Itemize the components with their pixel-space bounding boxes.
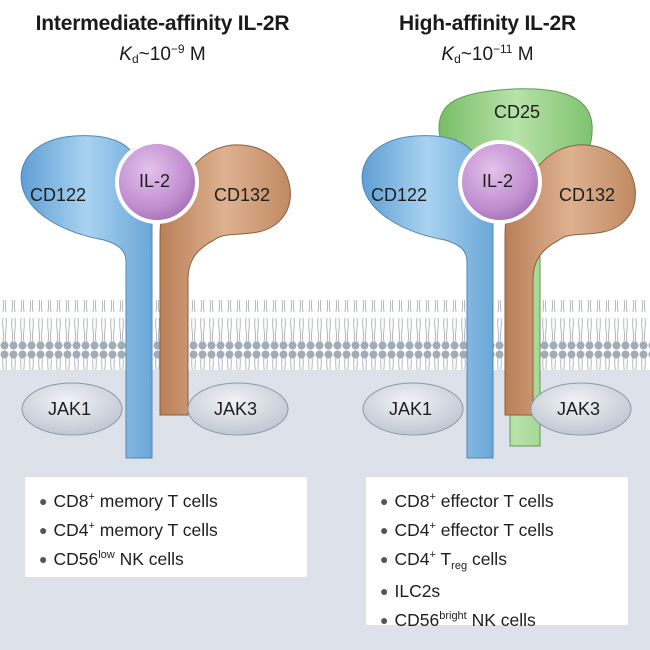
left-jak3-label: JAK3 [214,399,258,419]
list-item: ●CD4+ memory T cells [39,520,218,540]
list-item: ●CD8+ effector T cells [380,491,554,511]
right-il2-label: IL-2 [482,171,514,191]
right-il2-ligand [458,140,542,224]
left-kd-sub: d [131,52,139,66]
right-jak1-label: JAK1 [389,399,433,419]
right-kd: Kd~10−11 M [325,42,650,66]
right-cell-list: ●CD8+ effector T cells ●CD4+ effector T … [366,477,628,630]
left-kd-unit: M [184,44,206,65]
right-jak1 [362,382,464,436]
bullet-icon: ● [39,551,48,567]
bullet-icon: ● [380,612,389,628]
list-item: ●CD56bright NK cells [380,610,536,630]
bullet-icon: ● [380,493,389,509]
left-il2-ligand [115,140,199,224]
left-title: Intermediate-affinity IL-2R [35,12,290,35]
list-item: ●CD4+ effector T cells [380,520,554,540]
right-cd122-label: CD122 [371,185,428,205]
list-item: ●ILC2s [380,581,441,601]
right-receptor-complex [361,88,636,459]
left-kd-k: K [119,44,132,65]
right-kd-sub: d [454,52,461,66]
left-cd122-label: CD122 [30,185,87,205]
left-cd132-label: CD132 [214,185,271,205]
list-item: ●CD56low NK cells [39,549,184,569]
left-jak1-label: JAK1 [48,399,92,419]
left-cell-list: ●CD8+ memory T cells ●CD4+ memory T cell… [25,477,307,577]
left-kd-exp: −9 [170,42,185,56]
bullet-icon: ● [380,551,389,567]
list-item: ●CD8+ memory T cells [39,491,218,511]
right-jak3-label: JAK3 [557,399,601,419]
list-item: ●CD4+ Treg cells [380,549,507,572]
right-kd-approx: ~10 [460,44,494,65]
lipid-bilayer [0,300,650,370]
right-kd-k: K [441,44,455,65]
bullet-icon: ● [380,522,389,538]
right-kd-unit: M [512,44,534,65]
right-jak3 [530,382,632,436]
right-title: High-affinity IL-2R [398,12,577,35]
right-cd132-label: CD132 [559,185,616,205]
left-jak3 [187,382,289,436]
left-jak1 [21,382,123,436]
bullet-icon: ● [39,522,48,538]
bullet-icon: ● [380,583,389,599]
left-il2-label: IL-2 [139,171,171,191]
bullet-icon: ● [39,493,48,509]
right-kd-exp: −11 [493,42,513,56]
left-kd-approx: ~10 [138,44,171,65]
left-receptor-complex [20,135,291,459]
left-kd: Kd~10−9 M [0,42,325,66]
right-cd25-label: CD25 [494,102,541,122]
